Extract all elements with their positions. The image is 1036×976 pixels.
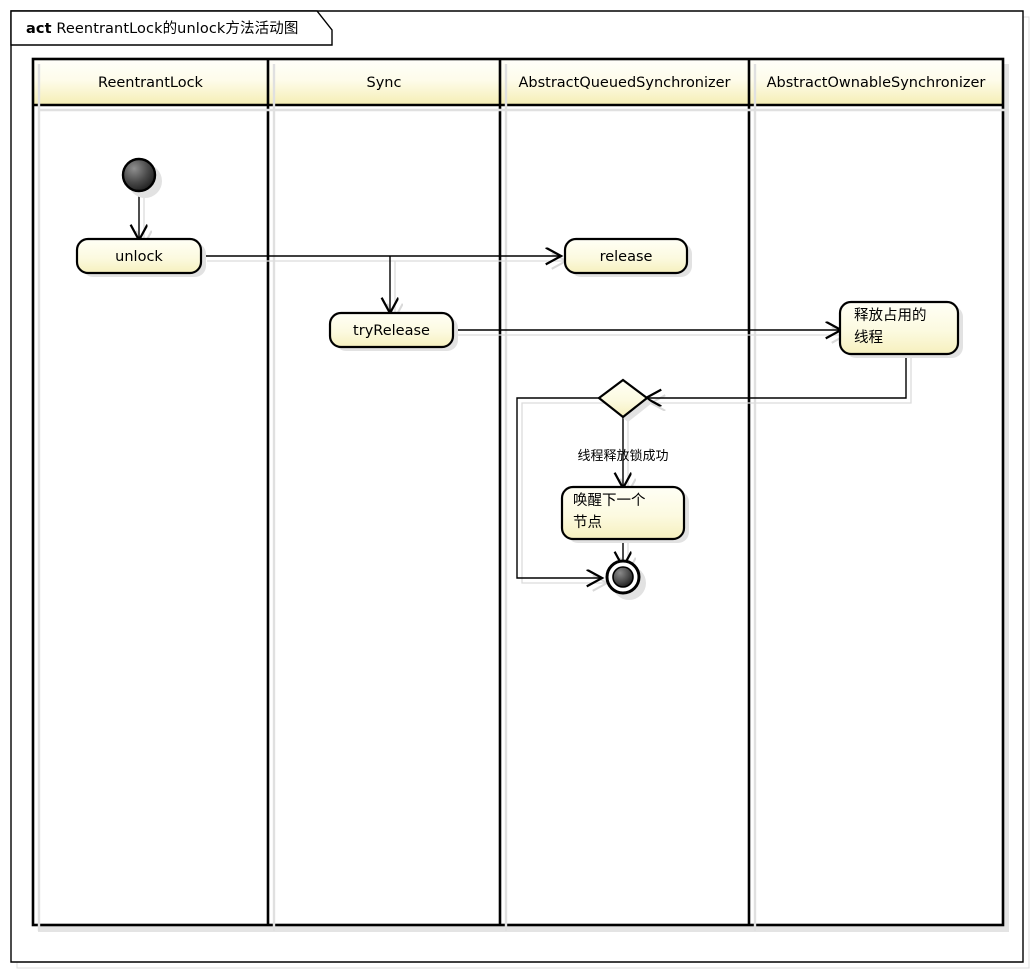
decision-node xyxy=(597,378,652,422)
nodes xyxy=(75,157,963,600)
swimlane-header-sync[interactable]: Sync xyxy=(366,75,402,91)
action-node-release xyxy=(563,237,692,277)
action-label-wake-next-line2[interactable]: 节点 xyxy=(573,515,602,531)
edge-label-thread-release-success: 线程释放锁成功 xyxy=(577,449,669,464)
action-label-release-thread-line1[interactable]: 释放占用的 xyxy=(854,308,927,324)
swimlane-header-aqs[interactable]: AbstractQueuedSynchronizer xyxy=(518,75,731,91)
swimlane-header-reentrantlock[interactable]: ReentrantLock xyxy=(98,75,203,91)
edge-releasethread-decision xyxy=(647,350,907,398)
action-label-release[interactable]: release xyxy=(599,249,653,265)
action-label-tryrelease[interactable]: tryRelease xyxy=(353,323,430,339)
final-node xyxy=(605,559,646,600)
swimlane-grid xyxy=(31,57,1009,932)
action-node-wake-next xyxy=(560,485,689,543)
action-node-unlock xyxy=(75,237,206,277)
diagram-kind-keyword: act xyxy=(26,21,52,37)
action-node-tryrelease xyxy=(328,311,458,351)
diagram-title-text: ReentrantLock的unlock方法活动图 xyxy=(56,21,299,37)
action-label-release-thread-line2[interactable]: 线程 xyxy=(854,330,883,346)
action-label-unlock[interactable]: unlock xyxy=(115,249,163,265)
edge-decision-end xyxy=(516,397,602,578)
diagram-title: act ReentrantLock的unlock方法活动图 xyxy=(26,20,298,38)
initial-node xyxy=(121,157,162,198)
action-node-release-thread xyxy=(838,300,963,358)
action-label-wake-next-line1[interactable]: 唤醒下一个 xyxy=(573,493,646,509)
swimlane-header-aos[interactable]: AbstractOwnableSynchronizer xyxy=(766,75,986,91)
